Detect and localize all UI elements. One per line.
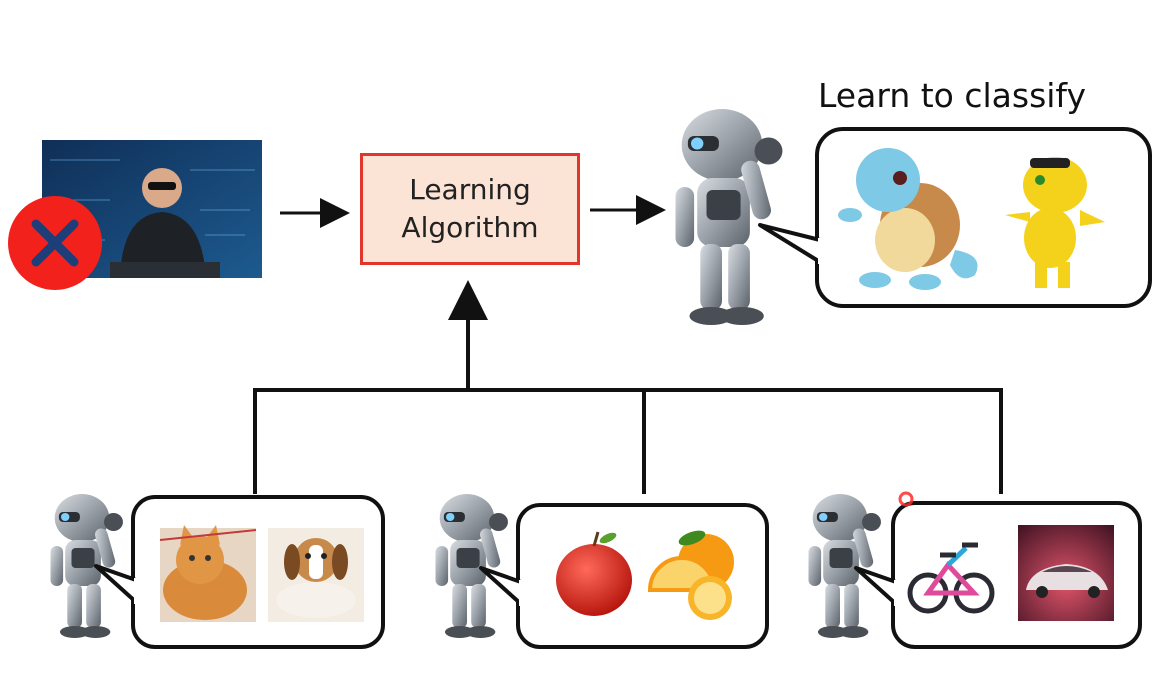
car-image (1018, 525, 1114, 621)
algorithm-line-2: Algorithm (401, 211, 539, 244)
connector-tree (253, 280, 1003, 494)
orange-image (647, 530, 734, 620)
bicycle-image (907, 542, 995, 614)
pointer-dot-icon (898, 491, 914, 507)
robot-vehicles (808, 494, 881, 638)
main-robot (675, 109, 783, 325)
red-x-icon (8, 196, 102, 290)
learning-algorithm-box: Learning Algorithm (360, 153, 580, 265)
agumon-image (1005, 157, 1105, 288)
robot-fruits (435, 494, 508, 638)
dog-image (268, 528, 364, 622)
squirtle-image (838, 148, 978, 290)
algorithm-line-1: Learning (409, 173, 531, 206)
apple-image (556, 531, 632, 616)
robot-pets (50, 494, 123, 638)
classify-caption: Learn to classify (818, 76, 1086, 115)
cat-image (159, 525, 257, 622)
